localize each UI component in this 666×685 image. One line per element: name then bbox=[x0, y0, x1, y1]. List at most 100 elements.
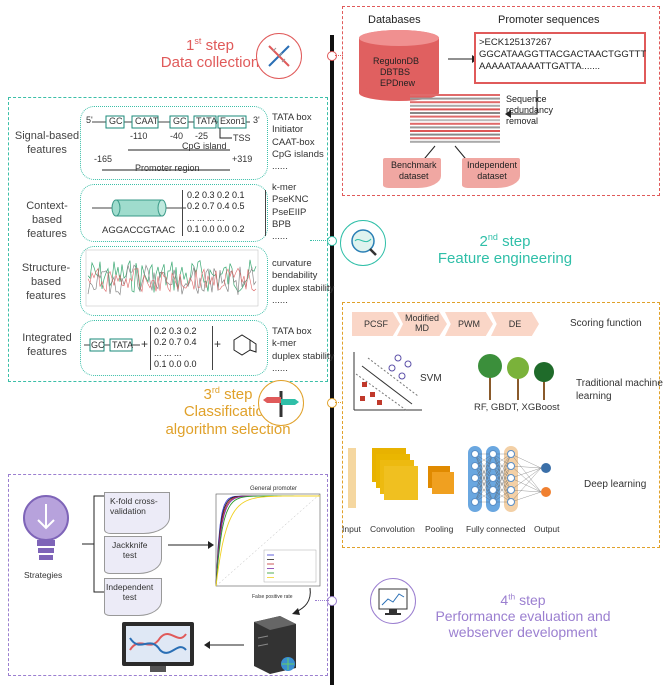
nn-node bbox=[507, 486, 515, 494]
nn-node bbox=[471, 462, 479, 470]
nn-node bbox=[489, 498, 497, 506]
molecule-icon bbox=[233, 334, 257, 356]
sequence-bar bbox=[410, 140, 500, 143]
sig-pos-40: -40 bbox=[170, 131, 184, 141]
nn-connection bbox=[474, 453, 494, 479]
nn-connection bbox=[474, 477, 494, 503]
nn-node bbox=[489, 486, 497, 494]
integrated-seq bbox=[84, 338, 140, 352]
doc-kfold-label: K-fold cross-validation bbox=[110, 496, 158, 517]
sig-pos-25: -25 bbox=[195, 131, 209, 141]
nn-node bbox=[507, 450, 515, 458]
step-1-label: 1st step Data collection bbox=[160, 36, 260, 72]
sequence-bar bbox=[410, 108, 500, 111]
algorithm-box bbox=[342, 302, 660, 548]
connector-4 bbox=[315, 600, 329, 601]
nn-connection bbox=[474, 453, 494, 491]
cylinder-icon bbox=[92, 199, 186, 217]
sig-promoter-region: Promoter region bbox=[135, 163, 200, 173]
nn-node bbox=[507, 498, 515, 506]
arrow-to-roc bbox=[168, 541, 214, 549]
roc-plot bbox=[215, 493, 321, 587]
nn-node bbox=[471, 474, 479, 482]
dl-diagram bbox=[348, 446, 551, 512]
sig-tss: TSS bbox=[233, 133, 251, 143]
sequence-bar bbox=[410, 137, 500, 140]
databases-title: Databases bbox=[368, 14, 421, 26]
dna-icon-circle bbox=[256, 33, 302, 79]
nn-connection bbox=[492, 453, 512, 491]
redundancy-arrow bbox=[505, 90, 538, 118]
roc-curve bbox=[215, 495, 320, 587]
nn-node bbox=[471, 498, 479, 506]
nn-node bbox=[471, 450, 479, 458]
doc-kfold bbox=[104, 492, 170, 534]
sig-pos-110: -110 bbox=[130, 131, 148, 141]
sig-caat: CAAT bbox=[135, 116, 159, 126]
dl-output: Output bbox=[534, 524, 560, 534]
seq-line-3: AAAAATAAAATTGATTA....... bbox=[479, 61, 601, 72]
lightbulb-icon bbox=[23, 495, 69, 560]
feature-icon-circle bbox=[340, 220, 386, 266]
dl-fc: Fully connected bbox=[466, 524, 526, 534]
db-name-3: EPDnew bbox=[380, 78, 416, 88]
dl-input: Input bbox=[342, 524, 361, 534]
plus-sign-1: + bbox=[141, 337, 149, 351]
independent-dataset bbox=[462, 158, 520, 188]
roc-title: General promoter bbox=[250, 486, 298, 492]
timeline-dot-2 bbox=[327, 236, 337, 246]
sequence-bar bbox=[410, 101, 500, 104]
nn-connection bbox=[492, 477, 512, 503]
nn-node bbox=[507, 474, 515, 482]
deep-learning-label: Deep learning bbox=[584, 479, 647, 490]
nn-connection bbox=[474, 465, 494, 503]
sig-tata: TATA bbox=[196, 116, 217, 126]
sequence-bar bbox=[410, 104, 500, 107]
data-collection-box bbox=[342, 6, 660, 196]
sequence-box bbox=[474, 32, 646, 84]
nn-connection bbox=[510, 453, 542, 469]
magnifier-icon bbox=[351, 229, 377, 256]
nn-node bbox=[489, 474, 497, 482]
eval-icon-circle bbox=[370, 578, 416, 624]
database-icon bbox=[359, 30, 439, 101]
arrow-server-to-computer bbox=[204, 641, 244, 649]
structure-plot bbox=[85, 249, 259, 307]
timeline-dot-4 bbox=[327, 596, 337, 606]
promoter-title: Promoter sequences bbox=[498, 14, 600, 26]
doc-independent bbox=[104, 578, 162, 616]
sequence-bar bbox=[410, 133, 500, 136]
scoring-function-label: Scoring function bbox=[570, 318, 642, 329]
nn-connection bbox=[510, 491, 542, 503]
dl-pool: Pooling bbox=[425, 524, 454, 534]
connector-3 bbox=[335, 402, 343, 403]
scoring-pcsf: PCSF bbox=[352, 312, 400, 336]
nn-connection bbox=[510, 465, 542, 469]
sequence-bar bbox=[410, 130, 500, 132]
step-2-label: 2nd step Feature engineering bbox=[437, 232, 573, 268]
sequence-bar bbox=[410, 119, 500, 122]
computer-icon bbox=[122, 622, 194, 672]
monitor-chart-icon bbox=[378, 588, 408, 615]
sequence-bar bbox=[410, 115, 500, 118]
seq-line-2: GGCATAAGGTTACGACTAACTGGTTT bbox=[479, 49, 647, 60]
server-icon bbox=[254, 616, 296, 674]
dl-conv: Convolution bbox=[370, 524, 415, 534]
sig-cpg: CpG island bbox=[182, 141, 227, 151]
signpost-icon bbox=[263, 391, 299, 417]
db-name-2: DBTBS bbox=[380, 67, 411, 77]
seq-line-1: >ECK125137267 bbox=[479, 37, 552, 48]
sig-pos-319: +319 bbox=[232, 154, 253, 164]
int-tata: TATA bbox=[112, 340, 133, 350]
sig-gc1: GC bbox=[109, 116, 123, 126]
